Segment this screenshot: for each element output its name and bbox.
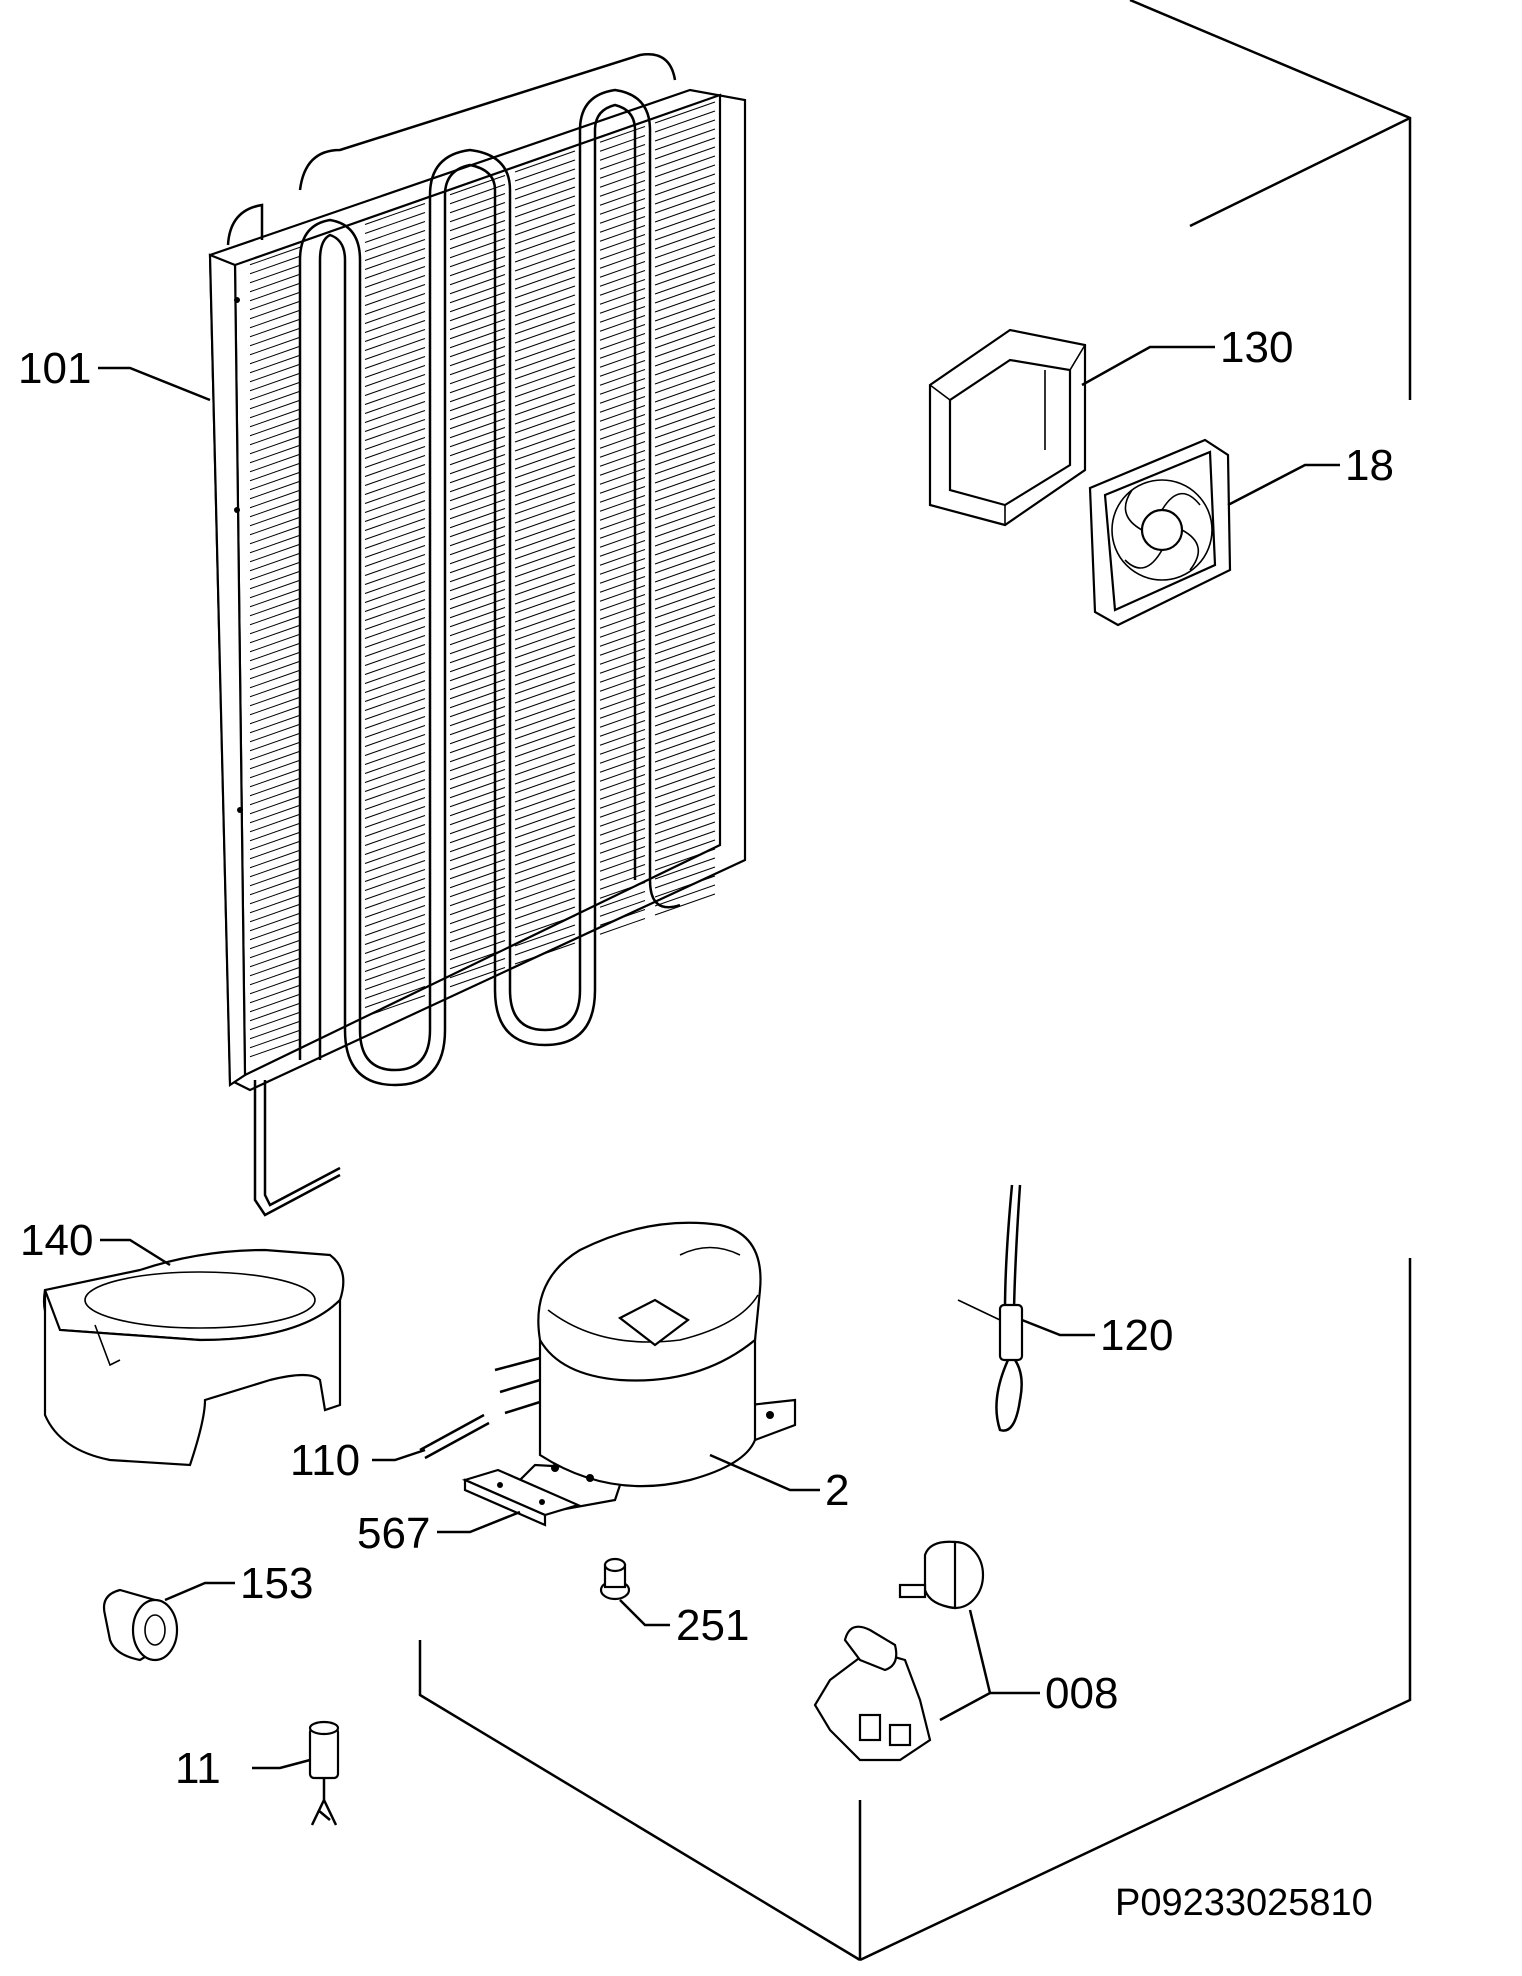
tube-110	[419, 1413, 490, 1460]
label-153: 153	[240, 1559, 313, 1608]
condenser-101	[208, 53, 747, 1217]
valve-11	[308, 1720, 340, 1826]
label-18: 18	[1345, 441, 1394, 490]
label-140: 140	[20, 1216, 93, 1265]
label-101: 101	[18, 344, 91, 393]
label-2: 2	[825, 1466, 849, 1515]
plate-567	[461, 1468, 582, 1527]
cabinet-outline	[418, 0, 1412, 1962]
drawing-code: P09233025810	[1115, 1882, 1373, 1924]
label-110: 110	[290, 1436, 360, 1485]
grommet-251	[599, 1557, 631, 1601]
drip-tray-140	[42, 1248, 345, 1467]
leader-lines	[98, 345, 1340, 1770]
fan-18	[1088, 438, 1232, 627]
label-11: 11	[175, 1744, 221, 1793]
label-567: 567	[357, 1509, 430, 1558]
fan-shroud-130	[928, 328, 1087, 527]
sensor-120	[957, 1184, 1024, 1432]
relay-008	[813, 1540, 985, 1762]
sleeve-153	[102, 1588, 179, 1662]
label-130: 130	[1220, 323, 1293, 372]
label-251: 251	[676, 1601, 749, 1650]
label-120: 120	[1100, 1311, 1173, 1360]
compressor-2	[494, 1221, 797, 1512]
label-008: 008	[1045, 1669, 1118, 1718]
